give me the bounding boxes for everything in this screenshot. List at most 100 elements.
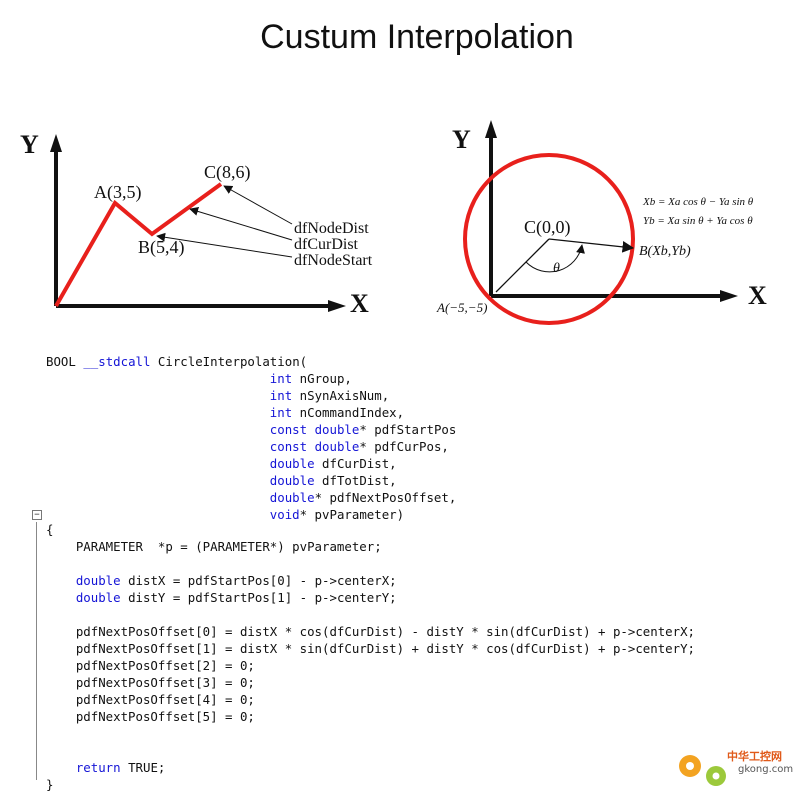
- code-keyword: const: [269, 439, 308, 454]
- code-text: [307, 439, 314, 454]
- code-line: pdfNextPosOffset[1] = distX * sin(dfCurD…: [46, 641, 695, 657]
- code-line: pdfNextPosOffset[3] = 0;: [46, 675, 255, 691]
- code-keyword: return: [75, 760, 121, 775]
- arrow-node-start: [156, 232, 293, 258]
- right-x-label: X: [748, 281, 767, 310]
- code-text: pdfNextPosOffset[4] = 0;: [46, 692, 255, 707]
- left-y-arrowhead: [50, 134, 62, 152]
- code-line: BOOL __stdcall CircleInterpolation(: [46, 354, 307, 370]
- watermark-domain: gkong.com: [738, 764, 794, 775]
- code-line: double distX = pdfStartPos[0] - p->cente…: [46, 573, 397, 589]
- code-keyword: double: [314, 422, 360, 437]
- code-line: double distY = pdfStartPos[1] - p->cente…: [46, 590, 397, 606]
- center-label: C(0,0): [524, 217, 571, 238]
- radius-ca: [495, 238, 550, 293]
- code-text: pdfNextPosOffset[1] = distX * sin(dfCurD…: [46, 641, 696, 656]
- code-text: [307, 422, 314, 437]
- code-line: double* pdfNextPosOffset,: [46, 490, 457, 506]
- code-line: int nCommandIndex,: [46, 405, 404, 421]
- code-text: BOOL: [46, 354, 84, 369]
- code-keyword: double: [314, 439, 360, 454]
- code-text: * pvParameter): [299, 507, 405, 522]
- code-text: pdfNextPosOffset[5] = 0;: [46, 709, 255, 724]
- theta-arc: [525, 244, 585, 273]
- point-c-label: C(8,6): [204, 162, 251, 183]
- code-text: distX = pdfStartPos[0] - p->centerX;: [120, 573, 397, 588]
- left-x-arrowhead: [328, 300, 346, 312]
- code-line: {: [46, 522, 53, 538]
- code-text: [46, 760, 76, 775]
- code-text: {: [46, 522, 54, 537]
- code-text: pdfNextPosOffset[0] = distX * cos(dfCurD…: [46, 624, 696, 639]
- left-diagram: Y X A(3,5) B(5,4) C(8,6) dfNodeDist dfCu…: [20, 130, 373, 318]
- code-text: PARAMETER *p = (PARAMETER*) pvParameter;: [46, 539, 382, 554]
- code-text: pdfNextPosOffset[3] = 0;: [46, 675, 255, 690]
- code-text: [46, 439, 270, 454]
- code-text: nCommandIndex,: [292, 405, 405, 420]
- theta-label: θ: [553, 261, 560, 276]
- right-y-arrowhead: [485, 120, 497, 138]
- point-b-right-label: B(Xb,Yb): [639, 244, 691, 259]
- code-text: nSynAxisNum,: [292, 388, 390, 403]
- code-keyword: double: [269, 473, 315, 488]
- page-title: Custum Interpolation: [260, 18, 574, 56]
- formula-xb: Xb = Xa cos θ − Ya sin θ: [642, 196, 754, 208]
- code-keyword: double: [269, 456, 315, 471]
- point-b-label: B(5,4): [138, 237, 185, 258]
- code-text: * pdfStartPos: [359, 422, 457, 437]
- label-node-dist: dfNodeDist: [294, 220, 369, 237]
- code-line: pdfNextPosOffset[0] = distX * cos(dfCurD…: [46, 624, 695, 640]
- code-text: [46, 456, 270, 471]
- label-cur-dist: dfCurDist: [294, 236, 359, 253]
- watermark-logo: [679, 755, 726, 786]
- code-text: * pdfNextPosOffset,: [314, 490, 457, 505]
- code-text: [46, 422, 270, 437]
- code-fold-gutter: [36, 522, 37, 780]
- code-keyword: const: [269, 422, 308, 437]
- code-keyword: double: [75, 590, 121, 605]
- code-text: [46, 388, 270, 403]
- code-line: int nSynAxisNum,: [46, 388, 389, 404]
- code-text: dfCurDist,: [314, 456, 397, 471]
- code-text: TRUE;: [120, 760, 166, 775]
- watermark-brand: 中华工控网: [727, 750, 782, 763]
- right-diagram: Y X C(0,0) B(Xb,Yb) A(−5,−5) θ Xb = Xa c…: [436, 120, 767, 325]
- code-keyword: int: [269, 371, 293, 386]
- code-keyword: double: [75, 573, 121, 588]
- code-text: CircleInterpolation(: [150, 354, 308, 369]
- code-text: * pdfCurPos,: [359, 439, 449, 454]
- gear-icon: [679, 755, 726, 786]
- code-line: return TRUE;: [46, 760, 166, 776]
- code-text: [46, 590, 76, 605]
- code-text: [46, 371, 270, 386]
- label-node-start: dfNodeStart: [294, 252, 373, 269]
- right-y-label: Y: [452, 125, 471, 154]
- code-line: double dfTotDist,: [46, 473, 397, 489]
- code-text: dfTotDist,: [314, 473, 397, 488]
- code-line: const double* pdfStartPos: [46, 422, 457, 438]
- code-text: }: [46, 777, 54, 792]
- code-keyword: int: [269, 388, 293, 403]
- code-text: pdfNextPosOffset[2] = 0;: [46, 658, 255, 673]
- code-text: [46, 573, 76, 588]
- code-text: distY = pdfStartPos[1] - p->centerY;: [120, 590, 397, 605]
- right-x-arrowhead: [720, 290, 738, 302]
- code-keyword: __stdcall: [83, 354, 151, 369]
- code-line: PARAMETER *p = (PARAMETER*) pvParameter;: [46, 539, 382, 555]
- code-text: [46, 490, 270, 505]
- formula-yb: Yb = Xa sin θ + Ya cos θ: [643, 215, 753, 227]
- code-line: void* pvParameter): [46, 507, 404, 523]
- collapse-toggle-icon[interactable]: −: [32, 510, 42, 520]
- code-keyword: void: [269, 507, 300, 522]
- code-line: }: [46, 777, 53, 793]
- interpolation-circle: [463, 153, 635, 325]
- arrow-cur-dist: [189, 207, 293, 241]
- code-text: [46, 507, 270, 522]
- code-line: const double* pdfCurPos,: [46, 439, 449, 455]
- code-text: [46, 405, 270, 420]
- left-y-label: Y: [20, 130, 39, 159]
- point-a-label: A(3,5): [94, 182, 142, 203]
- radius-cb: [548, 238, 635, 253]
- code-line: pdfNextPosOffset[5] = 0;: [46, 709, 255, 725]
